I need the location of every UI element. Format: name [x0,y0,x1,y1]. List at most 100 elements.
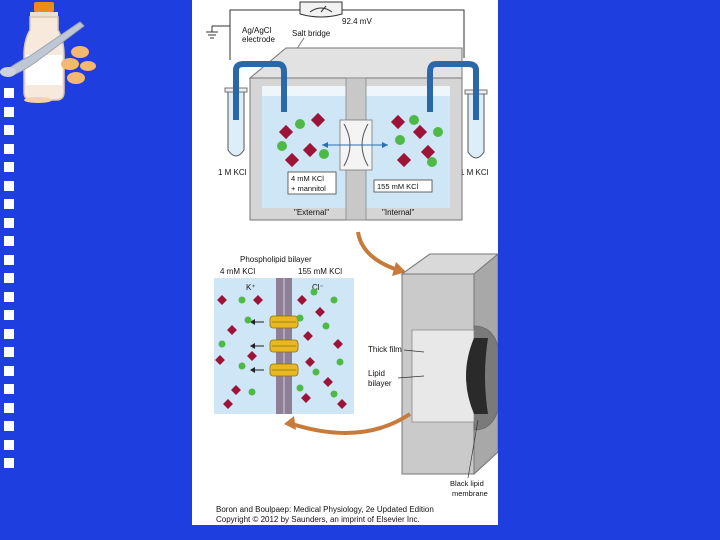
voltmeter-reading: 92.4 mV [342,17,372,26]
caption-line-1: Boron and Boulpaep: Medical Physiology, … [216,505,434,514]
internal-label: "Internal" [382,208,415,217]
chloride-ion-icon [277,141,287,151]
chloride-ion-icon [330,296,338,304]
voltmeter-needle-icon [320,5,327,13]
left-tube-label: 1 M KCl [218,168,247,177]
external-solution-label-1: 4 mM KCl [291,174,324,183]
membrane-left-conc: 4 mM KCl [220,267,255,276]
bilayer-chamber-block [400,252,500,476]
chloride-ion-icon [238,296,246,304]
potassium-ion-shape [302,142,318,158]
potassium-ion-icon [284,152,300,168]
ion-flux-arrow-head [250,343,255,349]
chloride-ion-icon [433,127,443,137]
electrode-label-1: Ag/AgCl [242,26,272,35]
potassium-ion-icon [396,152,412,168]
chloride-ion-icon [427,157,437,167]
chloride-ion-icon [312,368,320,376]
decorative-square [4,236,14,246]
electrode-label-2: electrode [242,35,275,44]
caption-line-2: Copyright © 2012 by Saunders, an imprint… [216,515,420,524]
chloride-ion-icon [218,340,226,348]
internal-water-surface [366,86,450,96]
right-tube-label: 1 M KCl [460,168,489,177]
chloride-ion-icon [238,362,246,370]
medicine-bottle-icon [0,2,96,103]
zoom-arrow-lower-head [284,416,296,430]
black-lipid-label-2: membrane [452,489,488,498]
chloride-ion-icon [295,119,305,129]
decorative-square [4,162,14,172]
decorative-square [4,199,14,209]
chloride-ion-icon [244,316,252,324]
ion-channel-icon [269,363,299,377]
wire-right [342,9,465,58]
chloride-ion-icon [319,149,329,159]
decorative-square [4,310,14,320]
chamber-ions [277,112,443,168]
chloride-ion-icon [336,358,344,366]
voltmeter: 92.4 mV [299,1,372,26]
chloride-ion-icon [322,322,330,330]
potassium-ion-icon [302,142,318,158]
ion-flux-arrow-head [250,319,255,325]
decorative-square [4,218,14,228]
lipid-leader [397,375,425,379]
decorative-square [4,144,14,154]
external-water-surface [262,86,346,96]
decorative-square [4,403,14,413]
thick-film-leader [403,349,425,353]
membrane-potential-figure: 92.4 mV Ag/AgCl electrode Salt bridge [192,0,500,525]
zoom-arrow-lower [291,412,412,435]
potassium-ion-shape [412,124,428,140]
potassium-ion-icon [310,112,326,128]
potassium-ion-shape [390,114,406,130]
flux-arrow-head-left [322,142,328,148]
thick-film-label: Thick film [368,345,402,354]
ion-flux-arrow-head [250,367,255,373]
potassium-ion-shape [310,112,326,128]
decorative-square [4,421,14,431]
decorative-square [4,366,14,376]
decorative-square [4,458,14,468]
ion-channels [250,315,299,377]
black-lipid-leader [467,419,479,479]
lipid-label-1: Lipid [368,369,385,378]
black-lipid-membrane-shape [466,338,488,414]
left-salt-bridge [233,61,287,120]
decorative-square [4,347,14,357]
ion-channel-icon [269,339,299,353]
chloride-ion-icon [296,314,304,322]
salt-bridge-label: Salt bridge [292,29,331,38]
internal-solution-box [373,179,433,193]
membrane-title: Phospholipid bilayer [240,255,312,264]
decorative-square [4,384,14,394]
potassium-ion-icon [412,124,428,140]
external-solution-label-2: + mannitol [291,184,326,193]
decorative-square [4,88,14,98]
zoom-arrow-upper-head [392,262,406,276]
ground-icon [206,25,230,39]
chloride-ion-icon [248,388,256,396]
chloride-ion-icon [310,288,318,296]
wire-left [229,9,300,60]
membrane-cl-label: Cl⁻ [312,283,324,292]
decorative-square [4,292,14,302]
potassium-ion-shape [284,152,300,168]
right-salt-bridge [427,61,479,120]
decorative-square [4,107,14,117]
chloride-ion-icon [296,384,304,392]
potassium-ion-shape [396,152,412,168]
potassium-ion-shape [278,124,294,140]
decorative-square [4,329,14,339]
decorative-square [4,440,14,450]
membrane-right-conc: 155 mM KCl [298,267,342,276]
external-label: "External" [294,208,329,217]
potassium-ion-icon [390,114,406,130]
potassium-ion-icon [420,144,436,160]
membrane-k-label: K⁺ [246,283,256,292]
potassium-ion-shape [420,144,436,160]
decorative-square [4,273,14,283]
lipid-label-2: bilayer [368,379,392,388]
